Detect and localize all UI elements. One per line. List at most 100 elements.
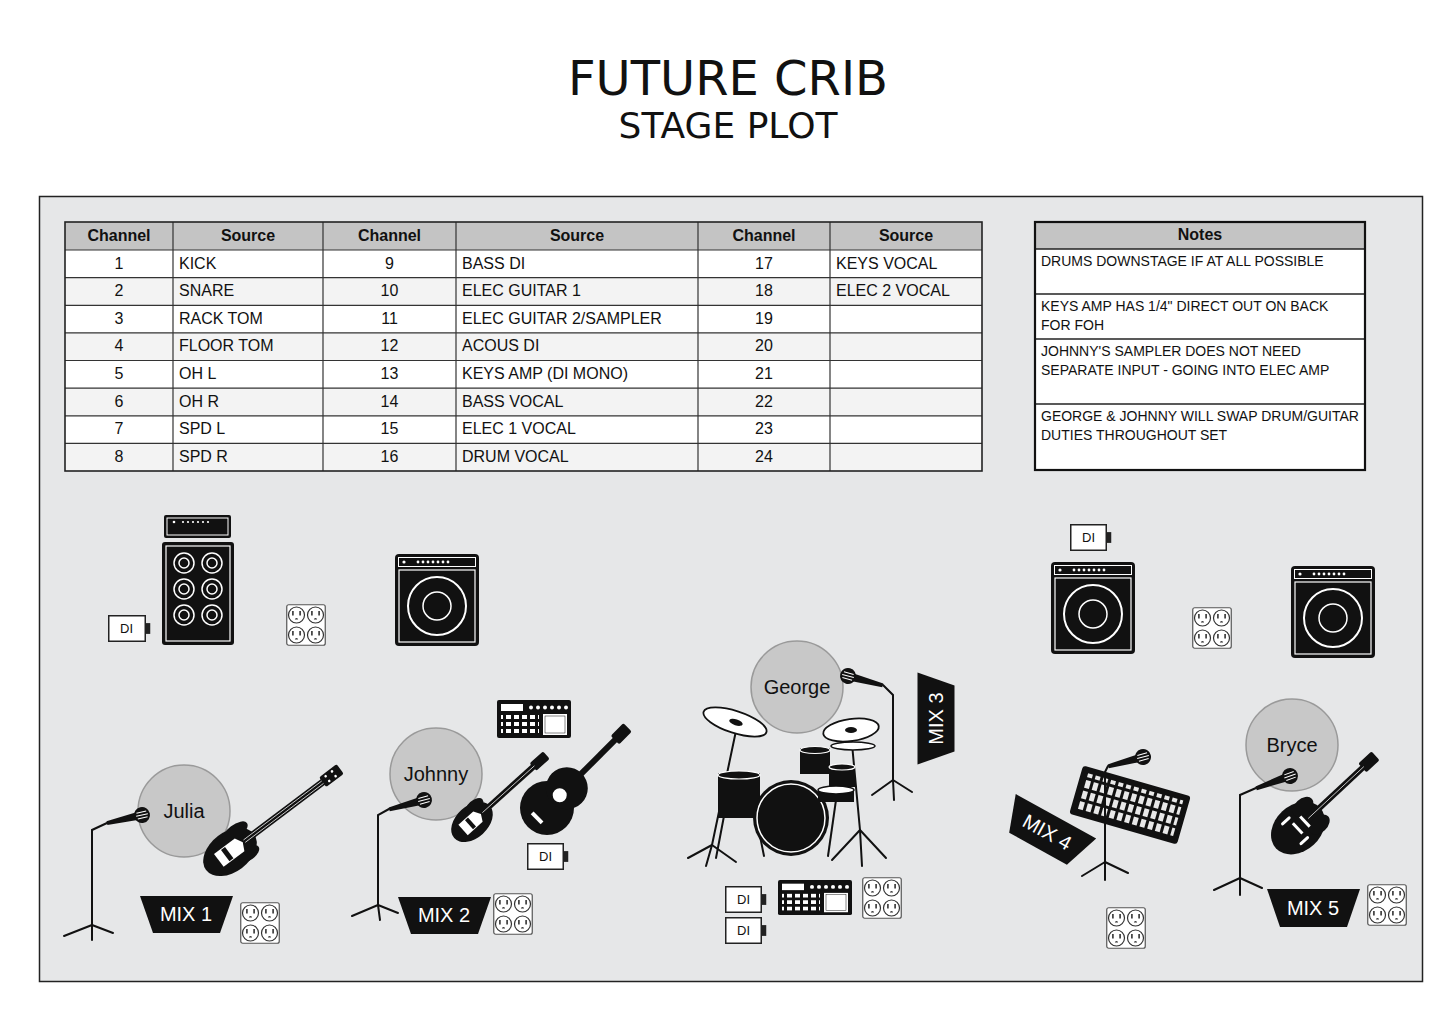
channel-number: 4 <box>115 337 124 355</box>
channel-number-cell: 13 <box>323 361 456 389</box>
channel-number: 16 <box>381 448 399 466</box>
column-header-cell: Source <box>456 222 698 250</box>
di-box: DI <box>1070 524 1112 551</box>
column-header: Channel <box>358 227 421 245</box>
source-name: ELEC GUITAR 1 <box>462 282 581 300</box>
monitor-wedge: MIX 4 <box>998 794 1096 871</box>
plot-title: FUTURE CRIB <box>568 50 888 106</box>
channel-number-cell: 9 <box>323 250 456 278</box>
channel-number: 10 <box>381 282 399 300</box>
channel-number: 8 <box>115 448 124 466</box>
channel-number: 1 <box>115 255 124 273</box>
note-text-cell: GEORGE & JOHNNY WILL SWAP DRUM/GUITAR DU… <box>1035 404 1365 470</box>
di-outline <box>726 917 762 943</box>
source-name-cell: BASS VOCAL <box>456 388 698 416</box>
channel-number: 20 <box>755 337 773 355</box>
subtitle-cell: STAGE PLOT <box>300 104 1156 148</box>
di-label: DI <box>737 923 755 938</box>
source-name-cell: FLOOR TOM <box>173 333 323 361</box>
channel-number: 6 <box>115 393 124 411</box>
source-name: SPD R <box>179 448 228 466</box>
note-text-cell: JOHNNY'S SAMPLER DOES NOT NEED SEPARATE … <box>1035 339 1365 404</box>
source-name: SPD L <box>179 420 225 438</box>
di-label: DI <box>737 892 755 907</box>
channel-number-cell: 4 <box>65 333 173 361</box>
performer-outline <box>138 765 230 857</box>
source-name: KEYS VOCAL <box>836 255 937 273</box>
mix-label: MIX 3 <box>925 692 948 744</box>
di-outline <box>528 843 564 869</box>
source-name: OH L <box>179 365 216 383</box>
channel-number: 19 <box>755 310 773 328</box>
source-name: KICK <box>179 255 216 273</box>
title-wrap: FUTURE CRIB <box>300 49 1156 107</box>
channel-number-cell: 19 <box>698 305 830 333</box>
wedge-outline <box>140 896 233 933</box>
source-name-cell: SPD L <box>173 416 323 444</box>
channel-number-cell: 18 <box>698 278 830 306</box>
channel-number: 14 <box>381 393 399 411</box>
column-header: Channel <box>87 227 150 245</box>
wedge-outline <box>998 794 1096 871</box>
source-name-cell: KEYS VOCAL <box>830 250 982 278</box>
performer-circle: Johnny <box>389 727 483 821</box>
performer-name: Bryce <box>1266 734 1317 757</box>
source-name-cell: ELEC GUITAR 2/SAMPLER <box>456 305 698 333</box>
source-name-cell: OH L <box>173 361 323 389</box>
di-jack <box>761 925 766 936</box>
subtitle: STAGE PLOT <box>619 105 838 146</box>
channel-number: 3 <box>115 310 124 328</box>
note-text: GEORGE & JOHNNY WILL SWAP DRUM/GUITAR DU… <box>1041 407 1359 445</box>
channel-number-cell: 22 <box>698 388 830 416</box>
mix-label: MIX 2 <box>418 904 470 927</box>
channel-number: 7 <box>115 420 124 438</box>
note-text-cell: DRUMS DOWNSTAGE IF AT ALL POSSIBLE <box>1035 249 1365 294</box>
channel-number-cell: 7 <box>65 416 173 444</box>
wedge-outline <box>1267 889 1360 927</box>
channel-number: 24 <box>755 448 773 466</box>
source-name: ACOUS DI <box>462 337 539 355</box>
column-header-cell: Channel <box>698 222 830 250</box>
source-name-cell: OH R <box>173 388 323 416</box>
channel-number-cell: 15 <box>323 416 456 444</box>
source-name-cell: ELEC 1 VOCAL <box>456 416 698 444</box>
source-name-cell: SPD R <box>173 443 323 471</box>
channel-number: 23 <box>755 420 773 438</box>
channel-number-cell: 12 <box>323 333 456 361</box>
column-header: Source <box>221 227 275 245</box>
monitor-wedge: MIX 1 <box>140 896 233 933</box>
source-name-cell: ELEC 2 VOCAL <box>830 278 982 306</box>
source-name-cell: BASS DI <box>456 250 698 278</box>
di-outline <box>108 615 145 641</box>
column-header-cell: Channel <box>65 222 173 250</box>
column-header: Source <box>550 227 604 245</box>
source-name: RACK TOM <box>179 310 263 328</box>
monitor-wedge: MIX 3 <box>918 672 955 764</box>
wedge-outline <box>918 672 955 764</box>
performer-name: Julia <box>163 800 204 823</box>
channel-number: 13 <box>381 365 399 383</box>
source-name: ELEC GUITAR 2/SAMPLER <box>462 310 662 328</box>
channel-number-cell: 17 <box>698 250 830 278</box>
channel-number-cell: 23 <box>698 416 830 444</box>
channel-number: 9 <box>385 255 394 273</box>
source-name: ELEC 2 VOCAL <box>836 282 950 300</box>
performer-circle: Julia <box>137 764 231 858</box>
source-name-cell: ACOUS DI <box>456 333 698 361</box>
performer-circle: George <box>750 640 844 734</box>
channel-number-cell: 20 <box>698 333 830 361</box>
di-box: DI <box>725 917 767 944</box>
channel-number: 11 <box>381 310 398 328</box>
notes-header: Notes <box>1178 226 1222 244</box>
column-header-cell: Source <box>173 222 323 250</box>
performer-name: George <box>764 676 831 699</box>
performer-name: Johnny <box>404 763 469 786</box>
di-jack <box>761 894 766 905</box>
channel-number: 5 <box>115 365 124 383</box>
channel-number-cell: 8 <box>65 443 173 471</box>
di-jack <box>563 851 568 862</box>
source-name-cell: ELEC GUITAR 1 <box>456 278 698 306</box>
channel-number-cell: 1 <box>65 250 173 278</box>
